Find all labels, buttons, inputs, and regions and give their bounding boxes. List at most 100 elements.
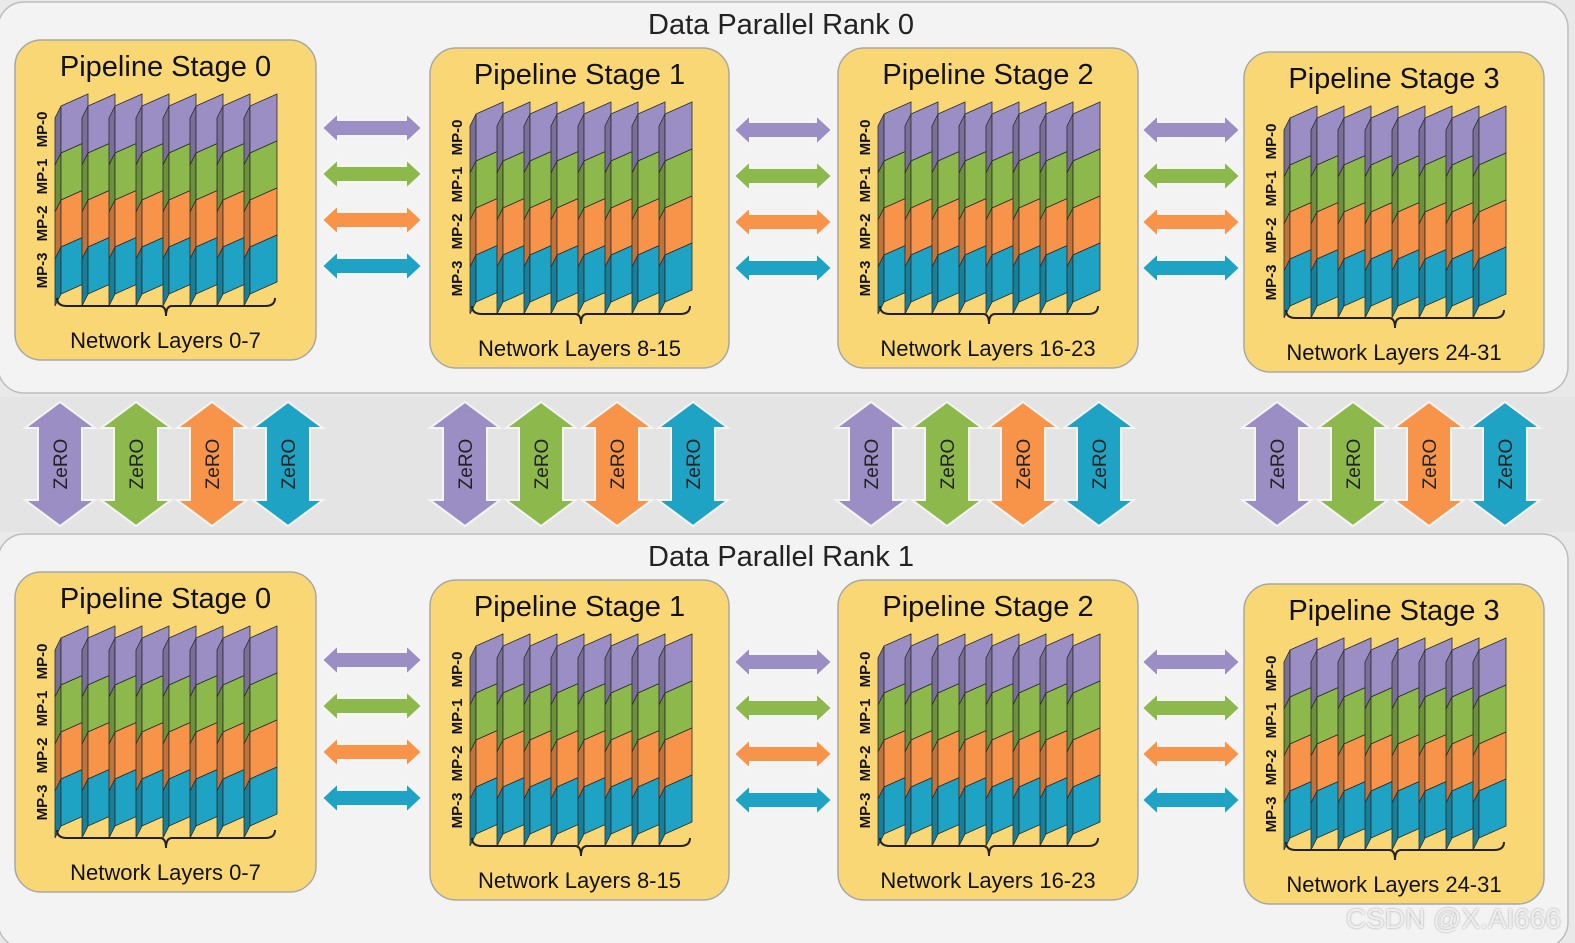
bidirectional-arrow-icon — [320, 248, 424, 284]
bidirectional-arrow-icon — [1140, 736, 1242, 772]
bidirectional-arrow-icon — [732, 690, 834, 726]
network-layer-slab — [1364, 105, 1399, 319]
layer-front-face — [1072, 242, 1101, 303]
stage-title: Pipeline Stage 0 — [60, 51, 271, 83]
layer-brace — [471, 837, 691, 857]
network-layer-slab — [1445, 105, 1480, 319]
bidirectional-arrow-icon — [732, 644, 834, 680]
layer-front-face — [249, 766, 278, 827]
network-layer-slab — [658, 101, 693, 315]
network-layer-slab — [1066, 633, 1101, 847]
mp-label: MP-0 — [1263, 656, 1280, 692]
pipeline-arrow-group-0 — [320, 110, 424, 284]
zero-label: ZeRO — [608, 439, 629, 490]
network-layers-label: Network Layers 8-15 — [478, 336, 681, 361]
network-layers-label: Network Layers 24-31 — [1286, 340, 1501, 365]
zero-arrow-icon — [21, 400, 99, 528]
network-layer-slab — [1283, 105, 1318, 319]
network-layer-slab — [1012, 101, 1047, 315]
zero-label: ZeRO — [456, 439, 477, 490]
network-layer-slab — [550, 633, 585, 847]
pipeline-arrow-group-0 — [320, 642, 424, 816]
mp-label: MP-1 — [449, 167, 466, 203]
network-layer-slab — [469, 633, 504, 847]
stage-title: Pipeline Stage 0 — [60, 583, 271, 615]
zero-arrow-icon — [1314, 400, 1392, 528]
network-layers-label: Network Layers 24-31 — [1286, 872, 1501, 897]
bidirectional-arrow-icon — [732, 112, 834, 148]
pipeline-stage-2: Pipeline Stage 2MP-0MP-1MP-2MP-3Network … — [837, 579, 1139, 901]
mp-label: MP-1 — [449, 699, 466, 735]
network-layer-slab — [904, 633, 939, 847]
stage-title: Pipeline Stage 3 — [1288, 63, 1499, 95]
layer-stack — [54, 625, 278, 839]
bidirectional-arrow-icon — [732, 250, 834, 286]
network-layer-slab — [108, 625, 143, 839]
mp-label: MP-1 — [857, 167, 874, 203]
bidirectional-arrow-icon — [320, 156, 424, 192]
mp-label: MP-2 — [34, 738, 51, 774]
network-layer-slab — [577, 633, 612, 847]
network-layer-slab — [523, 101, 558, 315]
network-layers-label: Network Layers 16-23 — [880, 868, 1095, 893]
zero-label: ZeRO — [127, 439, 148, 490]
network-layer-slab — [1039, 633, 1074, 847]
network-layer-slab — [1364, 637, 1399, 851]
network-layer-slab — [162, 93, 197, 307]
network-layer-slab — [81, 93, 116, 307]
bidirectional-arrow-icon — [320, 202, 424, 238]
zero-label: ZeRO — [1344, 439, 1365, 490]
bidirectional-arrow-icon — [320, 780, 424, 816]
mp-label: MP-2 — [1263, 750, 1280, 786]
mp-label: MP-1 — [1263, 703, 1280, 739]
mp-label: MP-1 — [34, 691, 51, 727]
pipeline-stage-1: Pipeline Stage 1MP-0MP-1MP-2MP-3Network … — [429, 579, 730, 901]
mp-label: MP-2 — [857, 746, 874, 782]
pipeline-stage-3: Pipeline Stage 3MP-0MP-1MP-2MP-3Network … — [1243, 583, 1545, 905]
bidirectional-arrow-icon — [320, 642, 424, 678]
network-layer-slab — [54, 93, 89, 307]
network-layer-slab — [108, 93, 143, 307]
stage-title: Pipeline Stage 2 — [882, 59, 1093, 91]
mp-label: MP-3 — [449, 261, 466, 297]
pipeline-stage-1: Pipeline Stage 1MP-0MP-1MP-2MP-3Network … — [429, 47, 730, 369]
bidirectional-arrow-icon — [1140, 250, 1242, 286]
network-layer-slab — [1310, 105, 1345, 319]
zero-arrow-icon — [578, 400, 656, 528]
pipeline-stage-3: Pipeline Stage 3MP-0MP-1MP-2MP-3Network … — [1243, 51, 1545, 373]
bidirectional-arrow-icon — [1140, 644, 1242, 680]
bidirectional-arrow-icon — [732, 204, 834, 240]
rank-background — [0, 1, 1569, 394]
zero-label: ZeRO — [1496, 439, 1517, 490]
zero-arrow-icon — [173, 400, 251, 528]
layer-brace — [1285, 841, 1505, 861]
layer-brace — [56, 829, 276, 849]
network-layer-slab — [1391, 637, 1426, 851]
zero-label: ZeRO — [1420, 439, 1441, 490]
zero-arrow-icon — [249, 400, 327, 528]
bidirectional-arrow-icon — [1140, 204, 1242, 240]
layer-stack — [469, 633, 693, 847]
network-layer-slab — [904, 101, 939, 315]
network-layer-slab — [631, 633, 666, 847]
zero-arrow-icon — [426, 400, 504, 528]
layer-front-face — [1478, 246, 1507, 307]
rank-background — [0, 533, 1569, 943]
layer-stack — [1283, 637, 1507, 851]
network-layer-slab — [1066, 101, 1101, 315]
network-layer-slab — [877, 101, 912, 315]
mp-label: MP-3 — [1263, 265, 1280, 301]
network-layer-slab — [1418, 637, 1453, 851]
mp-label: MP-2 — [449, 746, 466, 782]
pipeline-arrow-group-1 — [732, 112, 834, 286]
rank-title: Data Parallel Rank 0 — [648, 9, 914, 41]
layer-brace — [1285, 309, 1505, 329]
zero-band — [0, 397, 1575, 532]
mp-label: MP-0 — [1263, 124, 1280, 160]
network-layer-slab — [216, 93, 251, 307]
pipeline-arrow-group-2 — [1140, 644, 1242, 818]
